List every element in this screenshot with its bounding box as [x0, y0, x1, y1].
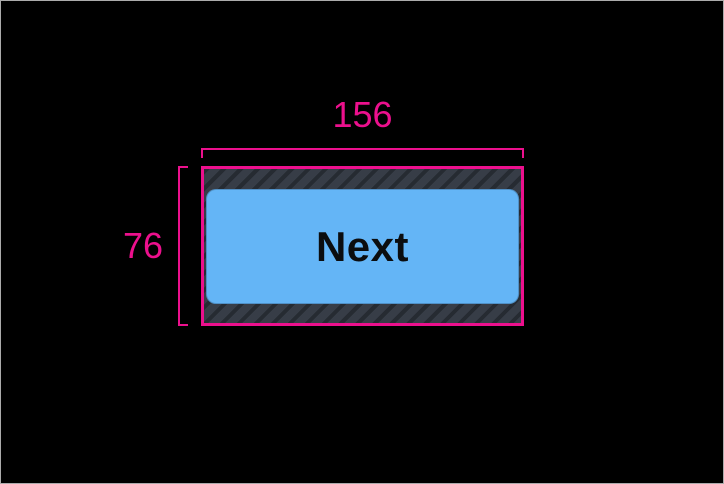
- next-button[interactable]: Next: [206, 189, 519, 304]
- tap-target-overlay: Next: [201, 166, 524, 326]
- width-measurement-bracket: [201, 148, 524, 158]
- width-dimension-label: 156: [332, 94, 393, 135]
- height-measurement-bracket: [178, 166, 188, 326]
- height-dimension-label: 76: [122, 225, 163, 266]
